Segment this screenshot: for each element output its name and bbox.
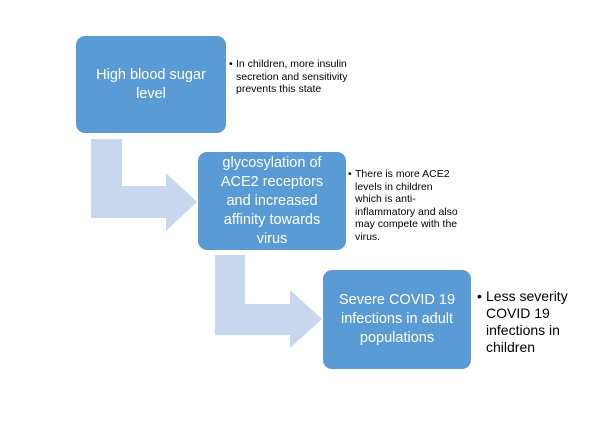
bullet-glyph: •: [229, 58, 233, 70]
step-label: High blood sugar level: [96, 66, 206, 102]
bullet-glyph: •: [477, 288, 482, 304]
note-less-severity-children: •Less severity COVID 19 infections in ch…: [477, 288, 587, 356]
note-insulin-children: •In children, more insulin secretion and…: [229, 58, 349, 96]
step-label: Severe COVID 19 infections in adult popu…: [338, 292, 456, 346]
step-label: glycosylation of ACE2 receptors and incr…: [220, 154, 324, 247]
step-box-severe-covid: Severe COVID 19 infections in adult popu…: [323, 270, 471, 369]
step-box-high-blood-sugar: High blood sugar level: [76, 36, 226, 133]
bent-arrow-1: [91, 139, 197, 231]
step-box-ace2-glycosylation: glycosylation of ACE2 receptors and incr…: [198, 152, 346, 250]
note-text: There is more ACE2 levels in children wh…: [355, 168, 458, 243]
bullet-glyph: •: [348, 168, 352, 180]
note-text: In children, more insulin secretion and …: [236, 58, 348, 95]
note-ace2-children: •There is more ACE2 levels in children w…: [348, 168, 458, 243]
note-text: Less severity COVID 19 infections in chi…: [486, 288, 568, 355]
bent-arrow-2: [215, 255, 322, 348]
